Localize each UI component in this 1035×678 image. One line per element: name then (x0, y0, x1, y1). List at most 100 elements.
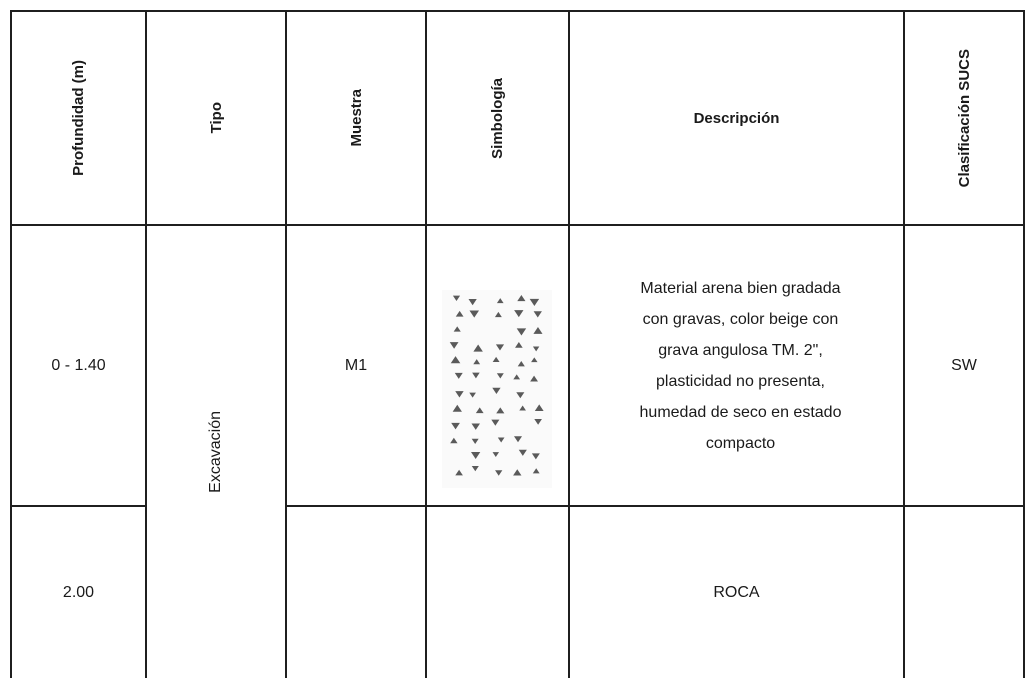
gravel-triangle (473, 359, 481, 365)
gravel-triangle (534, 419, 542, 425)
gravel-triangle (517, 295, 526, 302)
gravel-triangle (533, 311, 542, 318)
desc-line: compacto (705, 434, 776, 452)
col-line-4 (568, 10, 570, 678)
border-top (10, 10, 1025, 12)
gravel-triangle (513, 374, 521, 380)
gravel-triangle (519, 405, 526, 411)
header-muestra: Muestra (287, 12, 425, 224)
gravel-triangle (514, 310, 524, 318)
gravel-triangle (451, 422, 460, 430)
col-line-2 (285, 10, 287, 678)
col-line-1 (145, 10, 147, 678)
gravel-triangle (471, 438, 479, 444)
tipo-cell: Excavación (147, 226, 285, 678)
gravel-triangle (497, 437, 505, 443)
row1-descripcion-text: Material arena bien gradada con gravas, … (640, 273, 842, 459)
gravel-triangle (449, 342, 459, 349)
gravel-triangle (454, 372, 463, 379)
row1-descripcion: Material arena bien gradada con gravas, … (570, 226, 911, 505)
gravel-triangle (517, 360, 525, 367)
header-clasificacion-label: Clasificación SUCS (955, 48, 973, 188)
gravel-triangle (516, 392, 525, 399)
header-profundidad: Profundidad (m) (12, 12, 145, 224)
gravel-triangle (468, 298, 477, 306)
header-profundidad-label: Profundidad (m) (70, 60, 87, 176)
desc-line: humedad de seco en estado (639, 403, 842, 421)
gravel-triangle (475, 407, 484, 414)
desc-line: Material arena bien gradada (640, 279, 841, 297)
header-divider (10, 224, 1025, 226)
col-line-3 (425, 10, 427, 678)
gravel-triangle (452, 404, 462, 412)
gravel-triangle (491, 419, 500, 426)
col-line-5 (903, 10, 905, 678)
row1-clasificacion: SW (905, 226, 1023, 505)
gravel-triangle (450, 437, 458, 444)
gravel-triangle (496, 407, 505, 414)
row2-profundidad: 2.00 (12, 507, 145, 678)
gravel-triangle (469, 392, 476, 398)
row2-muestra (287, 507, 425, 678)
gravel-triangle (492, 452, 500, 458)
row2-descripcion-value: ROCA (713, 583, 760, 601)
gravel-triangle (492, 356, 500, 363)
gravel-triangle (453, 326, 461, 332)
gravel-triangle (529, 298, 540, 306)
gravel-triangle (471, 465, 479, 472)
gravel-triangle (531, 357, 538, 363)
gravel-triangle (455, 310, 464, 317)
gravel-triangle (469, 310, 480, 318)
row2-simbologia (427, 507, 568, 678)
header-simbologia: Simbología (427, 12, 568, 224)
gravel-triangle (452, 295, 461, 301)
header-muestra-label: Muestra (347, 89, 365, 147)
row1-clasificacion-value: SW (951, 356, 977, 374)
gravel-triangle (531, 453, 540, 460)
tipo-value: Excavación (207, 411, 224, 493)
row2-clasificacion (905, 507, 1023, 678)
row1-muestra-value: M1 (344, 356, 368, 374)
row1-profundidad-value: 0 - 1.40 (51, 356, 106, 374)
col-line-6 (1023, 10, 1025, 678)
header-clasificacion: Clasificación SUCS (905, 12, 1023, 224)
gravel-triangle (516, 328, 527, 336)
row1-profundidad: 0 - 1.40 (12, 226, 145, 505)
gravel-triangle (513, 436, 523, 443)
gravel-triangles-icon (449, 295, 544, 476)
header-tipo-label: Tipo (207, 102, 225, 134)
row2-descripcion: ROCA (570, 507, 903, 678)
gravel-symbol-pattern (442, 290, 552, 488)
desc-line: con gravas, color beige con (642, 310, 839, 328)
header-simbologia-label: Simbología (489, 77, 506, 159)
gravel-triangle (532, 346, 540, 352)
gravel-triangle (533, 327, 543, 334)
gravel-triangle (513, 469, 522, 476)
gravel-triangle (455, 391, 464, 398)
gravel-triangle (518, 449, 527, 456)
desc-line: grava angulosa TM. 2", (658, 341, 823, 359)
row-divider-rest (285, 505, 1025, 507)
gravel-triangle (495, 344, 505, 351)
gravel-triangle (455, 469, 463, 476)
desc-line: plasticidad no presenta, (656, 372, 825, 390)
gravel-triangle (532, 468, 540, 474)
col-line-0 (10, 10, 12, 678)
gravel-triangle (496, 298, 504, 304)
gravel-triangle (530, 375, 538, 382)
header-descripcion: Descripción (570, 12, 903, 224)
gravel-triangle (492, 387, 501, 394)
gravel-triangle (495, 470, 503, 476)
row1-muestra: M1 (287, 226, 425, 505)
row-divider-col1 (10, 505, 146, 507)
gravel-triangle (494, 311, 502, 318)
gravel-triangle (472, 372, 480, 379)
gravel-triangle (471, 452, 481, 459)
row2-profundidad-value: 2.00 (62, 583, 95, 601)
gravel-triangle (534, 404, 544, 412)
header-tipo: Tipo (147, 12, 285, 224)
gravel-triangle (450, 356, 461, 364)
gravel-triangle (496, 373, 504, 379)
header-descripcion-label: Descripción (693, 109, 780, 127)
